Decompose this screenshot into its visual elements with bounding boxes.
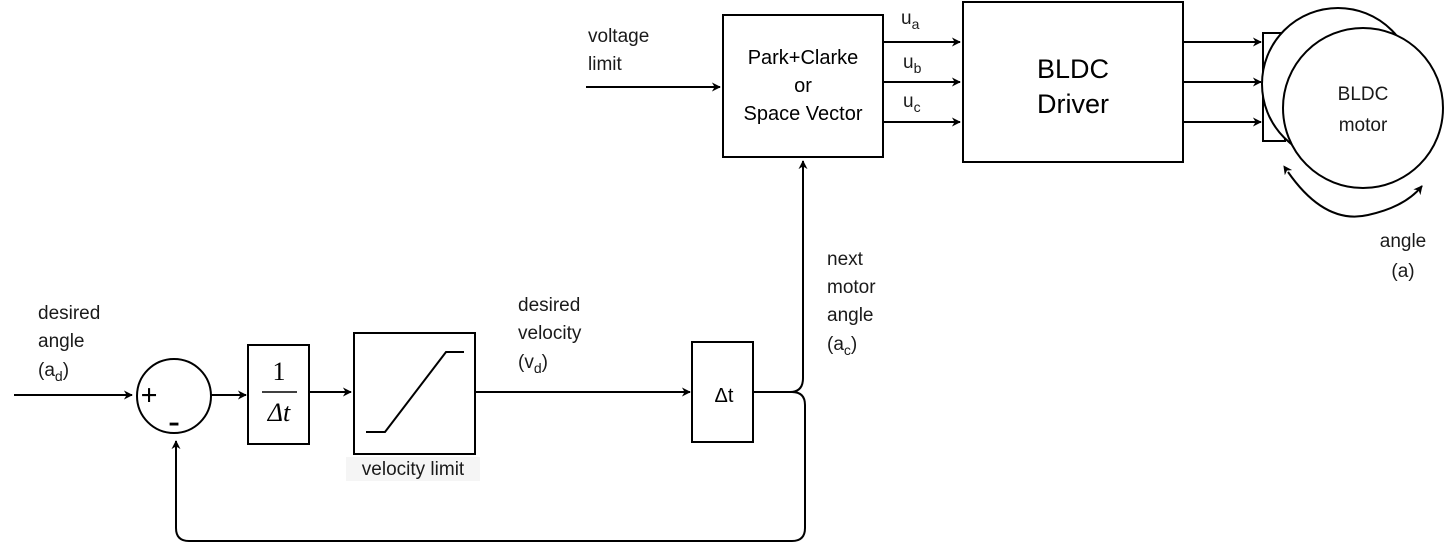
bldc-driver-line-2: Driver [1037, 89, 1109, 119]
desired-angle-line-1: desired [38, 303, 100, 324]
next-motor-angle-line-3: angle [827, 305, 874, 326]
park-clarke-line-1: Park+Clarke [748, 47, 859, 69]
bldc-motor-line-1: BLDC [1338, 84, 1389, 105]
desired-angle-symbol: (ad) [38, 360, 69, 384]
bldc-driver-line-1: BLDC [1037, 54, 1109, 84]
derivative-block: 1 Δt [247, 344, 310, 445]
sum-plus-sign: + [140, 379, 157, 412]
velocity-limit-block: velocity limit [346, 332, 480, 481]
integrator-block: Δt [691, 341, 754, 443]
uc-label: uc [903, 91, 921, 115]
feedback-arrow [171, 391, 806, 542]
ub-label: ub [903, 52, 922, 76]
angle-label-line-2: (a) [1391, 261, 1414, 282]
ua-label: ua [901, 8, 920, 32]
desired-angle-line-2: angle [38, 331, 85, 352]
bldc-driver-block: BLDC Driver [962, 1, 1184, 163]
next-motor-angle-line-2: motor [827, 277, 876, 298]
next-motor-angle-symbol: (ac) [827, 334, 857, 358]
next-motor-angle-line-1: next [827, 249, 864, 270]
derivative-numerator: 1 [273, 357, 286, 386]
desired-velocity-line-2: velocity [518, 323, 582, 344]
desired-velocity-line-1: desired [518, 295, 580, 316]
next-motor-angle-arrow [753, 160, 808, 393]
park-clarke-line-3: Space Vector [744, 103, 863, 125]
angle-label-line-1: angle [1380, 231, 1427, 252]
park-clarke-line-2: or [794, 75, 812, 97]
park-clarke-block: Park+Clarke or Space Vector [722, 14, 884, 158]
summing-junction: + - [136, 358, 212, 440]
rotation-arrow-icon [1283, 165, 1423, 218]
saturation-curve-icon [366, 351, 464, 433]
sum-minus-sign: - [168, 403, 179, 440]
bldc-motor-line-2: motor [1339, 115, 1388, 136]
desired-velocity-symbol: (vd) [518, 352, 548, 376]
voltage-limit-line-2: limit [588, 54, 622, 75]
bldc-motor: BLDC motor [1261, 7, 1444, 189]
derivative-denominator: Δt [267, 398, 291, 427]
integrator-label: Δt [715, 385, 734, 407]
voltage-limit-line-1: voltage [588, 26, 649, 47]
velocity-limit-label: velocity limit [362, 459, 465, 480]
